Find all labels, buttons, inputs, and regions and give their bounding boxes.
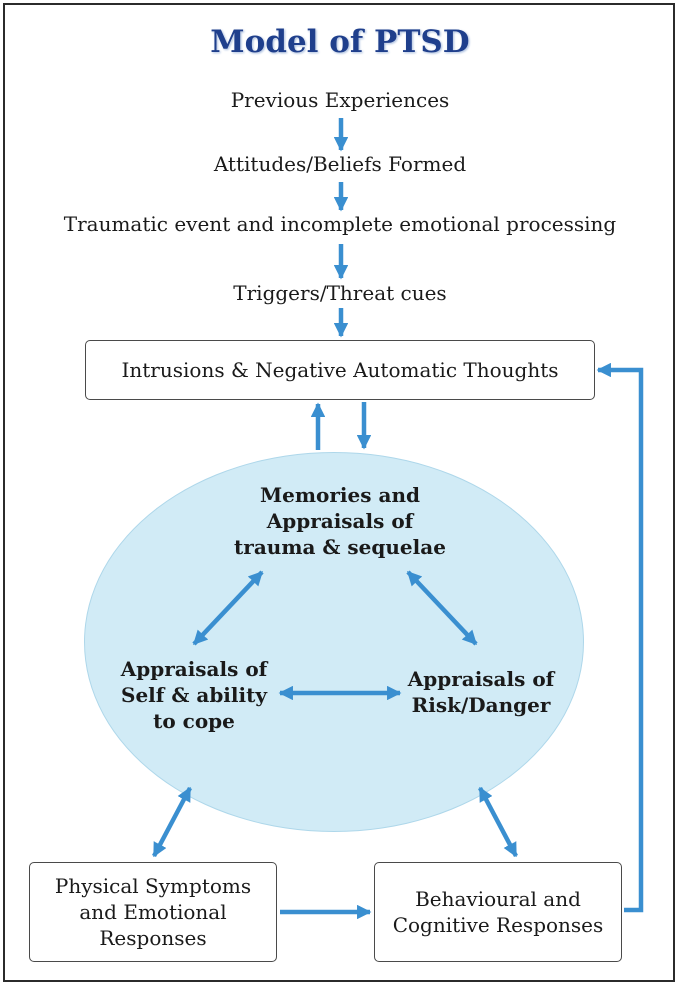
flow-attitudes-beliefs: Attitudes/Beliefs Formed (213, 152, 467, 176)
behavioural-responses-box: Behavioural and Cognitive Responses (374, 862, 622, 962)
behavioural-line-2: Cognitive Responses (392, 913, 604, 937)
arrow-memories-self (192, 570, 264, 646)
arrow-memories-risk (406, 570, 478, 646)
physical-line-2: and Emotional (79, 900, 227, 924)
flow-triggers: Triggers/Threat cues (233, 281, 447, 305)
intrusions-box: Intrusions & Negative Automatic Thoughts (85, 340, 595, 400)
arrow-behavioural-to-intrusions (596, 362, 644, 913)
self-line-2: Self & ability (121, 683, 267, 707)
memories-line-2: Appraisals of (266, 509, 414, 533)
flow-traumatic-event: Traumatic event and incomplete emotional… (63, 212, 617, 236)
diagram-title: Model of PTSD (210, 24, 470, 60)
physical-symptoms-box: Physical Symptoms and Emotional Response… (29, 862, 277, 962)
physical-line-1: Physical Symptoms (54, 874, 252, 898)
arrow-ellipse-physical (152, 786, 192, 858)
memories-appraisals-node: Memories and Appraisals of trauma & sequ… (200, 482, 480, 560)
memories-line-1: Memories and (260, 483, 420, 507)
self-appraisals-node: Appraisals of Self & ability to cope (104, 656, 284, 734)
arrow-ellipse-behavioural (478, 786, 518, 858)
behavioural-line-1: Behavioural and (415, 887, 581, 911)
flow-previous-experiences: Previous Experiences (230, 88, 450, 112)
risk-appraisals-node: Appraisals of Risk/Danger (396, 666, 566, 718)
intrusions-label: Intrusions & Negative Automatic Thoughts (121, 358, 559, 382)
memories-line-3: trauma & sequelae (234, 535, 446, 559)
physical-line-3: Responses (99, 926, 207, 950)
appraisals-ellipse (84, 452, 584, 832)
risk-line-2: Risk/Danger (411, 693, 551, 717)
risk-line-1: Appraisals of (407, 667, 555, 691)
self-line-3: to cope (153, 709, 235, 733)
self-line-1: Appraisals of (120, 657, 268, 681)
